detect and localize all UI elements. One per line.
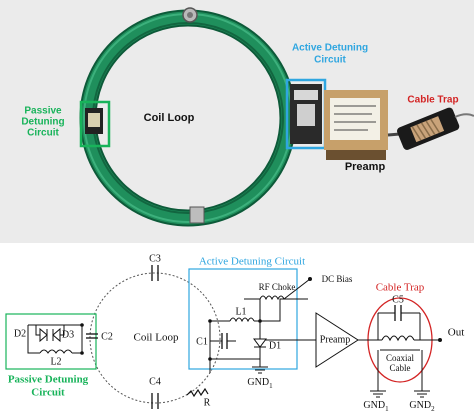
capacitor-c3 (151, 265, 159, 281)
label-c5: C5 (392, 294, 404, 305)
dc-bias-terminal (308, 277, 312, 281)
capacitor-c2 (86, 333, 98, 339)
photo-active-label-2: Circuit (314, 55, 346, 66)
schem-preamp-label: Preamp (320, 334, 351, 345)
active-circuit-box (188, 268, 298, 370)
label-c2: C2 (101, 331, 113, 342)
label-trap-gnd2: GND2 (409, 400, 435, 412)
preamp-label-sticker (330, 98, 380, 140)
top-screw-center (187, 12, 193, 18)
dc-bias-wire (283, 278, 311, 300)
schem-passive-title-1: Passive Detuning (8, 374, 89, 386)
inductor-rf-choke (259, 295, 285, 301)
photo-passive-label-2: Detuning (21, 117, 64, 128)
capacitor-c4 (151, 393, 159, 409)
photo-active-label-1: Active Detuning (292, 43, 368, 54)
diode-d1 (253, 338, 267, 348)
junction-dot (208, 357, 212, 361)
label-gnd1: GND1 (247, 377, 273, 389)
schematic-background (0, 243, 474, 412)
ground-symbol-trap-gnd1 (370, 350, 386, 398)
photo-cable-trap-label: Cable Trap (407, 95, 458, 106)
label-d3: D3 (62, 329, 74, 340)
label-c3: C3 (149, 253, 161, 264)
junction-dot (80, 323, 84, 327)
junction-dot (208, 319, 212, 323)
label-d1: D1 (269, 340, 281, 351)
label-c4: C4 (149, 376, 161, 387)
active-circuit-chip (294, 90, 318, 100)
out-terminal (438, 338, 442, 342)
schem-out-label: Out (448, 327, 465, 339)
coil-loop-circle (89, 272, 221, 404)
preamp-base (326, 150, 386, 160)
schem-cable-trap-title: Cable Trap (376, 282, 425, 294)
active-wire-bottom (209, 347, 261, 373)
inductor-l1 (229, 317, 255, 323)
schem-coil-label: Coil Loop (134, 332, 179, 344)
ground-symbol-trap-gnd2 (414, 350, 430, 398)
label-dc-bias: DC Bias (322, 274, 353, 284)
active-circuit-capacitor (297, 104, 315, 126)
rf-choke-wire (244, 298, 261, 321)
resistor-r (186, 387, 209, 398)
photo-passive-label-1: Passive (24, 106, 62, 117)
passive-circuit-component (88, 113, 100, 127)
bottom-connector (189, 206, 205, 224)
label-l2: L2 (50, 356, 61, 367)
cable-trap-wires (377, 312, 421, 340)
cable-trap-device (397, 107, 460, 150)
schem-coaxial-2: Cable (390, 363, 411, 373)
passive-circuit-highlight-box (79, 100, 111, 148)
label-r: R (204, 397, 211, 408)
photo-preamp-label: Preamp (345, 161, 386, 173)
active-wire-top (209, 298, 308, 359)
coil-photo-panel: Passive Detuning Circuit Coil Loop Activ… (0, 0, 474, 243)
schematic-panel: Coil Loop C3 C4 R D2 D3 C2 (0, 243, 474, 412)
junction-dot (80, 351, 84, 355)
passive-circuit-box (5, 313, 97, 370)
label-rf-choke: RF Choke (259, 282, 296, 292)
schem-passive-title-2: Circuit (31, 387, 65, 399)
diode-wires (35, 325, 65, 336)
label-d2: D2 (14, 328, 26, 339)
preamp-symbol (315, 312, 359, 368)
schem-active-title: Active Detuning Circuit (199, 256, 305, 268)
schem-coaxial-1: Coaxial (386, 353, 414, 363)
output-cable (454, 113, 474, 118)
label-trap-gnd1: GND1 (363, 400, 389, 412)
label-c1: C1 (196, 336, 208, 347)
label-l1: L1 (235, 306, 246, 317)
ground-symbol-gnd1 (252, 366, 268, 374)
coaxial-coil (381, 335, 415, 342)
junction-dot (258, 319, 262, 323)
photo-coil-label: Coil Loop (144, 112, 195, 124)
photo-passive-label-3: Circuit (27, 128, 59, 139)
inductor-l2 (39, 349, 73, 354)
